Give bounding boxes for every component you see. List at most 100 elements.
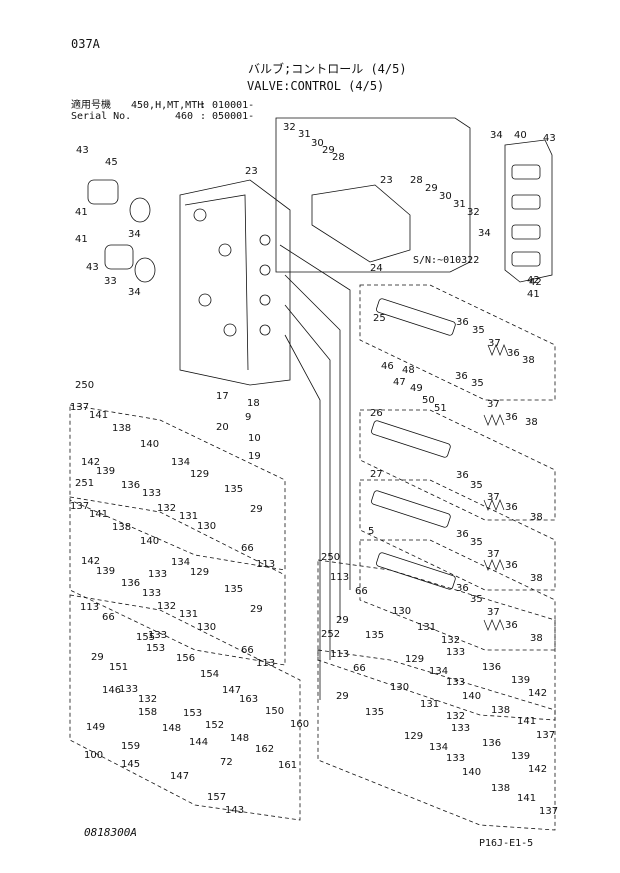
- part-callout-18: 18: [247, 398, 260, 409]
- part-callout-147: 147: [222, 685, 241, 696]
- part-callout-36: 36: [456, 529, 469, 540]
- part-callout-132: 132: [138, 694, 157, 705]
- part-callout-140: 140: [462, 691, 481, 702]
- part-callout-35: 35: [470, 537, 483, 548]
- part-callout-133: 133: [446, 677, 465, 688]
- part-callout-29: 29: [250, 504, 263, 515]
- part-callout-41: 41: [75, 207, 88, 218]
- part-callout-131: 131: [420, 699, 439, 710]
- part-callout-147: 147: [170, 771, 189, 782]
- part-callout-153: 153: [146, 643, 165, 654]
- part-callout-26: 26: [370, 408, 383, 419]
- part-callout-162: 162: [255, 744, 274, 755]
- part-callout-146: 146: [102, 685, 121, 696]
- part-callout-160: 160: [290, 719, 309, 730]
- part-callout-139: 139: [96, 466, 115, 477]
- part-callout-161: 161: [278, 760, 297, 771]
- part-callout-137: 137: [539, 806, 558, 817]
- part-callout-130: 130: [390, 682, 409, 693]
- part-callout-37: 37: [487, 549, 500, 560]
- part-callout-38: 38: [530, 573, 543, 584]
- part-callout-159: 159: [121, 741, 140, 752]
- part-callout-36: 36: [455, 371, 468, 382]
- part-callout-250: 250: [75, 380, 94, 391]
- part-callout-43: 43: [76, 145, 89, 156]
- part-callout-130: 130: [197, 622, 216, 633]
- part-callout-113: 113: [256, 658, 275, 669]
- part-callout-40: 40: [514, 130, 527, 141]
- part-callout-43: 43: [543, 133, 556, 144]
- part-callout-113: 113: [256, 559, 275, 570]
- part-callout-158: 158: [138, 707, 157, 718]
- part-callout-140: 140: [462, 767, 481, 778]
- part-callout-145: 145: [121, 759, 140, 770]
- part-callout-28: 28: [332, 152, 345, 163]
- part-callout-135: 135: [224, 584, 243, 595]
- part-callout-29: 29: [336, 615, 349, 626]
- part-callout-129: 129: [404, 731, 423, 742]
- part-callout-47: 47: [393, 377, 406, 388]
- serial-note: S/N:~010322: [413, 255, 480, 266]
- part-callout-113: 113: [330, 649, 349, 660]
- part-callout-136: 136: [482, 738, 501, 749]
- part-callout-28: 28: [410, 175, 423, 186]
- part-callout-32: 32: [467, 207, 480, 218]
- part-callout-23: 23: [245, 166, 258, 177]
- part-callout-113: 113: [330, 572, 349, 583]
- part-callout-138: 138: [491, 783, 510, 794]
- part-callout-153: 153: [183, 708, 202, 719]
- part-callout-36: 36: [456, 470, 469, 481]
- part-callout-34: 34: [128, 287, 141, 298]
- part-callout-43: 43: [86, 262, 99, 273]
- part-callout-35: 35: [470, 480, 483, 491]
- part-callout-35: 35: [471, 378, 484, 389]
- part-callout-134: 134: [171, 457, 190, 468]
- part-callout-29: 29: [336, 691, 349, 702]
- part-callout-38: 38: [530, 512, 543, 523]
- part-callout-143: 143: [225, 805, 244, 816]
- part-callout-17: 17: [216, 391, 229, 402]
- part-callout-30: 30: [311, 138, 324, 149]
- part-callout-45: 45: [105, 157, 118, 168]
- model-row-2-label: Serial No.: [71, 111, 132, 122]
- part-callout-37: 37: [487, 607, 500, 618]
- part-callout-30: 30: [439, 191, 452, 202]
- part-callout-136: 136: [482, 662, 501, 673]
- part-callout-131: 131: [417, 622, 436, 633]
- part-callout-72: 72: [220, 757, 233, 768]
- part-callout-139: 139: [511, 751, 530, 762]
- part-callout-138: 138: [112, 423, 131, 434]
- part-callout-20: 20: [216, 422, 229, 433]
- part-callout-134: 134: [429, 742, 448, 753]
- part-callout-144: 144: [189, 737, 208, 748]
- part-callout-35: 35: [470, 594, 483, 605]
- part-callout-37: 37: [487, 399, 500, 410]
- part-callout-66: 66: [353, 663, 366, 674]
- part-callout-138: 138: [112, 522, 131, 533]
- model-row-2-model: 460: [175, 111, 194, 122]
- part-callout-133: 133: [446, 647, 465, 658]
- part-callout-133: 133: [148, 630, 167, 641]
- part-callout-133: 133: [148, 569, 167, 580]
- part-callout-25: 25: [373, 313, 386, 324]
- part-callout-251: 251: [75, 478, 94, 489]
- part-callout-156: 156: [176, 653, 195, 664]
- spools: [371, 298, 456, 590]
- part-callout-139: 139: [96, 566, 115, 577]
- part-callout-36: 36: [505, 502, 518, 513]
- part-callout-141: 141: [517, 716, 536, 727]
- part-callout-48: 48: [402, 365, 415, 376]
- part-callout-38: 38: [522, 355, 535, 366]
- part-callout-132: 132: [441, 635, 460, 646]
- part-callout-140: 140: [140, 536, 159, 547]
- part-callout-19: 19: [248, 451, 261, 462]
- part-callout-66: 66: [241, 543, 254, 554]
- part-callout-132: 132: [446, 711, 465, 722]
- drawing-number: 0818300A: [84, 826, 137, 839]
- part-callout-27: 27: [370, 469, 383, 480]
- part-callout-131: 131: [179, 609, 198, 620]
- cap-33: [104, 244, 134, 270]
- part-callout-134: 134: [171, 557, 190, 568]
- part-callout-141: 141: [517, 793, 536, 804]
